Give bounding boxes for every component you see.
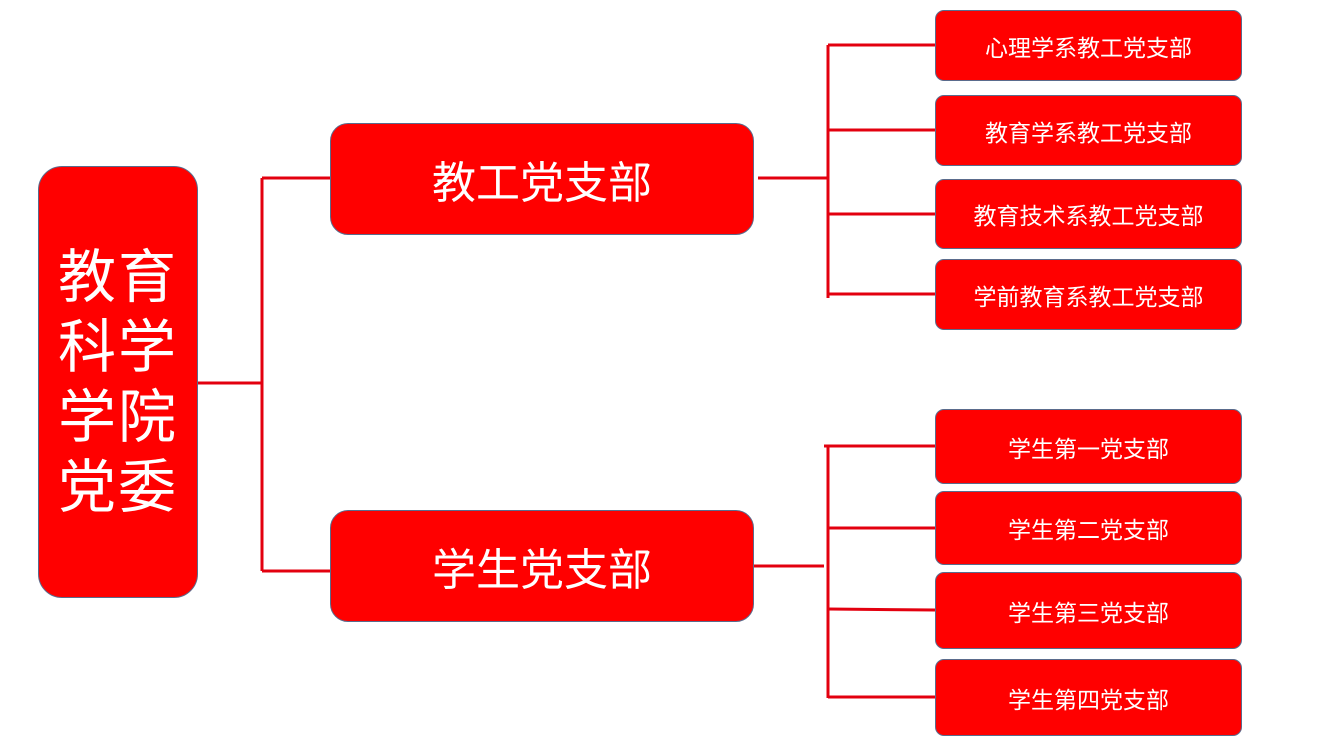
connector-leaf-1-2 <box>827 607 936 612</box>
leaf-node-student-3: 学生第三党支部 <box>935 572 1242 649</box>
leaf-node-psychology: 心理学系教工党支部 <box>935 10 1242 81</box>
branch-label-staff: 教工党支部 <box>432 158 652 209</box>
leaf-label: 学生第一党支部 <box>1008 436 1169 463</box>
leaf-label: 学生第二党支部 <box>1008 518 1169 544</box>
root-node: 教育科学学院党委 <box>38 166 198 598</box>
leaf-label: 学生第四党支部 <box>1008 687 1169 714</box>
root-label: 教育科学学院党委 <box>57 243 178 521</box>
branch-node-staff: 教工党支部 <box>330 123 754 235</box>
leaf-node-student-4: 学生第四党支部 <box>935 659 1242 736</box>
leaf-label: 教育技术系教工党支部 <box>973 204 1204 230</box>
leaf-node-student-2: 学生第二党支部 <box>935 491 1242 565</box>
leaf-label: 学生第三党支部 <box>1008 600 1169 627</box>
leaf-label: 教育学系教工党支部 <box>985 120 1192 147</box>
leaf-node-preschool: 学前教育系教工党支部 <box>935 259 1242 330</box>
branch-node-student: 学生党支部 <box>330 510 754 622</box>
branch-label-student: 学生党支部 <box>432 545 652 596</box>
leaf-node-edtech: 教育技术系教工党支部 <box>935 179 1242 249</box>
leaf-label: 心理学系教工党支部 <box>985 35 1192 62</box>
leaf-node-student-1: 学生第一党支部 <box>935 409 1242 484</box>
leaf-label: 学前教育系教工党支部 <box>973 284 1204 311</box>
leaf-node-education: 教育学系教工党支部 <box>935 95 1242 166</box>
